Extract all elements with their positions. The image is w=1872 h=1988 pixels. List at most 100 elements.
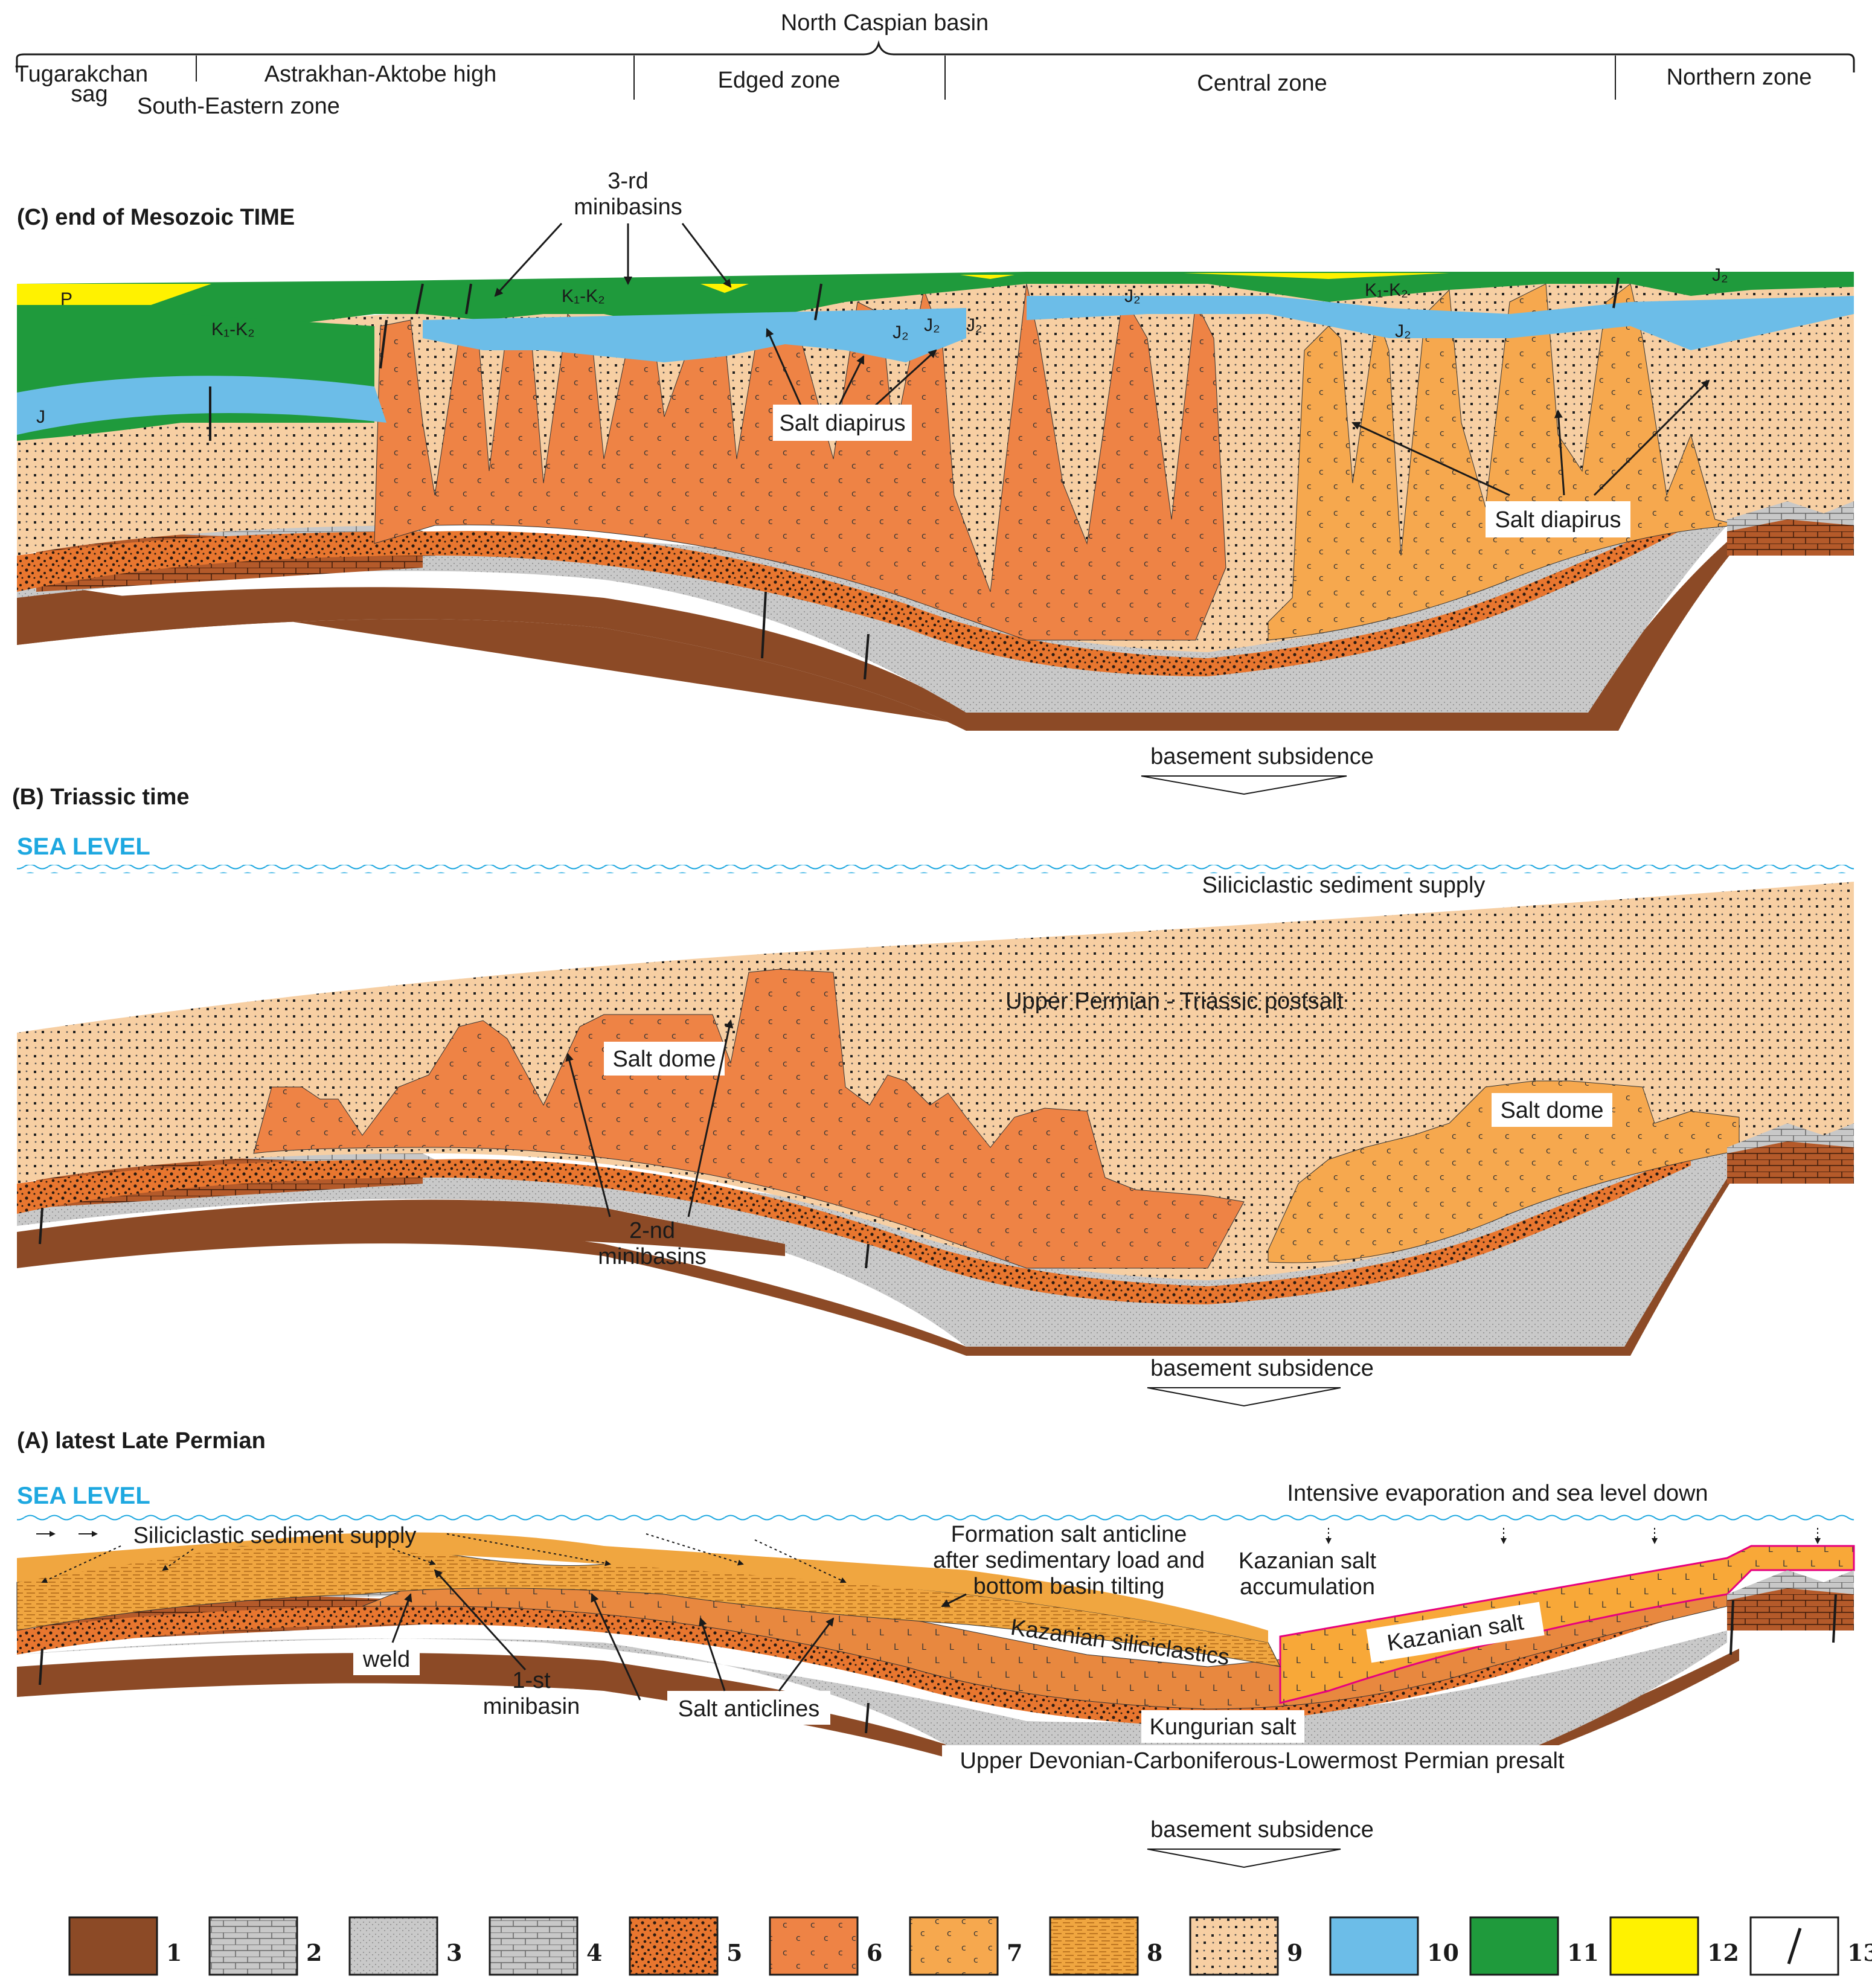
astrakhan-label: Astrakhan-Aktobe high xyxy=(264,62,496,87)
legend-swatch-2 xyxy=(208,1916,298,1976)
header-brace xyxy=(16,40,1855,72)
panel-a-title: (A) latest Late Permian xyxy=(17,1428,266,1454)
legend-swatch-5 xyxy=(629,1916,719,1976)
legend-item-6: 6 xyxy=(769,1916,882,1976)
panel-c-faults xyxy=(209,277,1620,680)
legend-swatch-7 xyxy=(909,1916,999,1976)
salt-anticlines-label: Salt anticlines xyxy=(678,1696,819,1722)
weld-label: weld xyxy=(362,1647,410,1672)
legend-item-10: 10 xyxy=(1329,1916,1459,1976)
unit-j2-b: J₂ xyxy=(893,322,909,342)
kungurian-label: Kungurian salt xyxy=(1150,1714,1297,1740)
legend-swatch-10 xyxy=(1329,1916,1419,1976)
panel-c-title: (C) end of Mesozoic TIME xyxy=(17,205,295,230)
panel-b-salt xyxy=(253,969,1245,1269)
legend-item-13: 13 xyxy=(1749,1916,1872,1976)
legend-swatch-4 xyxy=(489,1916,579,1976)
legend-number-11: 11 xyxy=(1567,1939,1599,1966)
panel-c-subsidence-arrow xyxy=(1141,775,1347,795)
legend-item-5: 5 xyxy=(629,1916,742,1976)
salt-dome-label-1: Salt dome xyxy=(612,1047,716,1072)
legend-number-9: 9 xyxy=(1287,1939,1303,1966)
tugarakchan-label: Tugarakchan xyxy=(15,62,148,87)
panel-c-jurassic xyxy=(17,376,386,435)
legend-number-6: 6 xyxy=(867,1939,882,1966)
unit-k-1: K₁-K₂ xyxy=(211,319,255,339)
zone-header: North Caspian basin Tugarakchan sag Astr… xyxy=(15,10,1855,119)
legend-number-4: 4 xyxy=(586,1939,602,1966)
panel-c-permian-yellow xyxy=(17,284,211,305)
sag-label: sag xyxy=(71,82,107,107)
salt-diapirus-label-1: Salt diapirus xyxy=(779,411,905,436)
fault-symbol xyxy=(1787,1928,1802,1964)
unit-j2-a: J₂ xyxy=(1124,286,1141,306)
panel-a-kazanian-salt xyxy=(1279,1545,1855,1704)
panel-c-subsidence: basement subsidence xyxy=(1150,744,1374,769)
formation-label-1: Formation salt anticline xyxy=(951,1522,1187,1547)
kazanian-acc-label-1: Kazanian salt xyxy=(1239,1548,1377,1574)
panel-a-subsidence: basement subsidence xyxy=(1150,1817,1374,1842)
legend-swatch-12 xyxy=(1609,1916,1699,1976)
unit-j2-e: J₂ xyxy=(1712,265,1728,285)
central-zone-label: Central zone xyxy=(1197,71,1327,96)
presalt-label: Upper Devonian-Carboniferous-Lowermost P… xyxy=(960,1748,1565,1774)
legend-item-4: 4 xyxy=(489,1916,602,1976)
formation-label-3: bottom basin tilting xyxy=(973,1574,1165,1599)
legend-number-1: 1 xyxy=(166,1939,182,1966)
panel-b-subsidence: basement subsidence xyxy=(1150,1356,1374,1381)
panel-b: (B) Triassic time SEA LEVEL Siliciclasti… xyxy=(12,784,1854,1407)
legend-item-3: 3 xyxy=(348,1916,462,1976)
legend-swatch-11 xyxy=(1469,1916,1559,1976)
minibasins-3rd-label-1: 3-rd xyxy=(607,168,649,194)
panel-a-supply: Siliciclastic sediment supply xyxy=(133,1523,417,1548)
south-eastern-label: South-Eastern zone xyxy=(137,94,340,119)
unit-p: P xyxy=(60,289,72,309)
minibasins-2nd-label-2: minibasins xyxy=(598,1244,707,1269)
unit-j2-d: J₂ xyxy=(1395,321,1411,341)
unit-j: J xyxy=(36,407,45,427)
minibasin-1st-label-2: minibasin xyxy=(483,1694,580,1719)
legend-item-2: 2 xyxy=(208,1916,322,1976)
legend-item-7: 7 xyxy=(909,1916,1022,1976)
legend-swatch-3 xyxy=(348,1916,438,1976)
panel-c-salt-light xyxy=(1268,283,1740,641)
panel-a: (A) latest Late Permian SEA LEVEL Intens… xyxy=(16,1428,1855,1868)
northern-zone-label: Northern zone xyxy=(1667,65,1812,90)
panel-c-conglomerate xyxy=(17,513,1691,676)
minibasins-2nd-label-1: 2-nd xyxy=(629,1218,675,1243)
legend-swatch-8 xyxy=(1049,1916,1139,1976)
legend-number-8: 8 xyxy=(1147,1939,1162,1966)
minibasins-3rd-label-2: minibasins xyxy=(574,194,682,220)
legend-item-9: 9 xyxy=(1189,1916,1303,1976)
panel-a-sea-level: SEA LEVEL xyxy=(17,1483,150,1509)
legend-number-2: 2 xyxy=(306,1939,322,1966)
kazanian-acc-label-2: accumulation xyxy=(1240,1574,1375,1600)
panel-b-title: (B) Triassic time xyxy=(12,784,190,810)
panel-c-basement xyxy=(17,525,1854,731)
panel-c-arrows xyxy=(494,222,1710,496)
legend-item-11: 11 xyxy=(1469,1916,1599,1976)
legend-number-7: 7 xyxy=(1007,1939,1022,1966)
salt-diapirus-label-2: Salt diapirus xyxy=(1495,507,1621,533)
minibasin-1st-label-1: 1-st xyxy=(512,1668,551,1693)
basin-label: North Caspian basin xyxy=(781,10,989,36)
formation-label-2: after sedimentary load and xyxy=(933,1548,1205,1573)
evaporation-arrows xyxy=(1325,1528,1821,1544)
legend-number-10: 10 xyxy=(1427,1939,1459,1966)
unit-k-2: K₁-K₂ xyxy=(562,286,605,306)
legend-item-1: 1 xyxy=(68,1916,182,1976)
unit-j2-f: J₂ xyxy=(966,315,982,335)
legend-number-13: 13 xyxy=(1847,1939,1872,1966)
legend-number-12: 12 xyxy=(1707,1939,1739,1966)
panel-b-supply: Siliciclastic sediment supply xyxy=(1202,873,1486,898)
unit-k-3: K₁-K₂ xyxy=(1365,280,1408,300)
panel-a-kungurian xyxy=(362,1570,1728,1710)
legend-swatch-6 xyxy=(769,1916,859,1976)
panel-b-sea-level: SEA LEVEL xyxy=(17,833,150,860)
legend-item-12: 12 xyxy=(1609,1916,1739,1976)
panel-b-postsalt-label: Upper Permian - Triassic postsalt xyxy=(1005,989,1344,1014)
panel-c-cretaceous xyxy=(17,272,1854,338)
panel-c: (C) end of Mesozoic TIME xyxy=(17,168,1854,795)
